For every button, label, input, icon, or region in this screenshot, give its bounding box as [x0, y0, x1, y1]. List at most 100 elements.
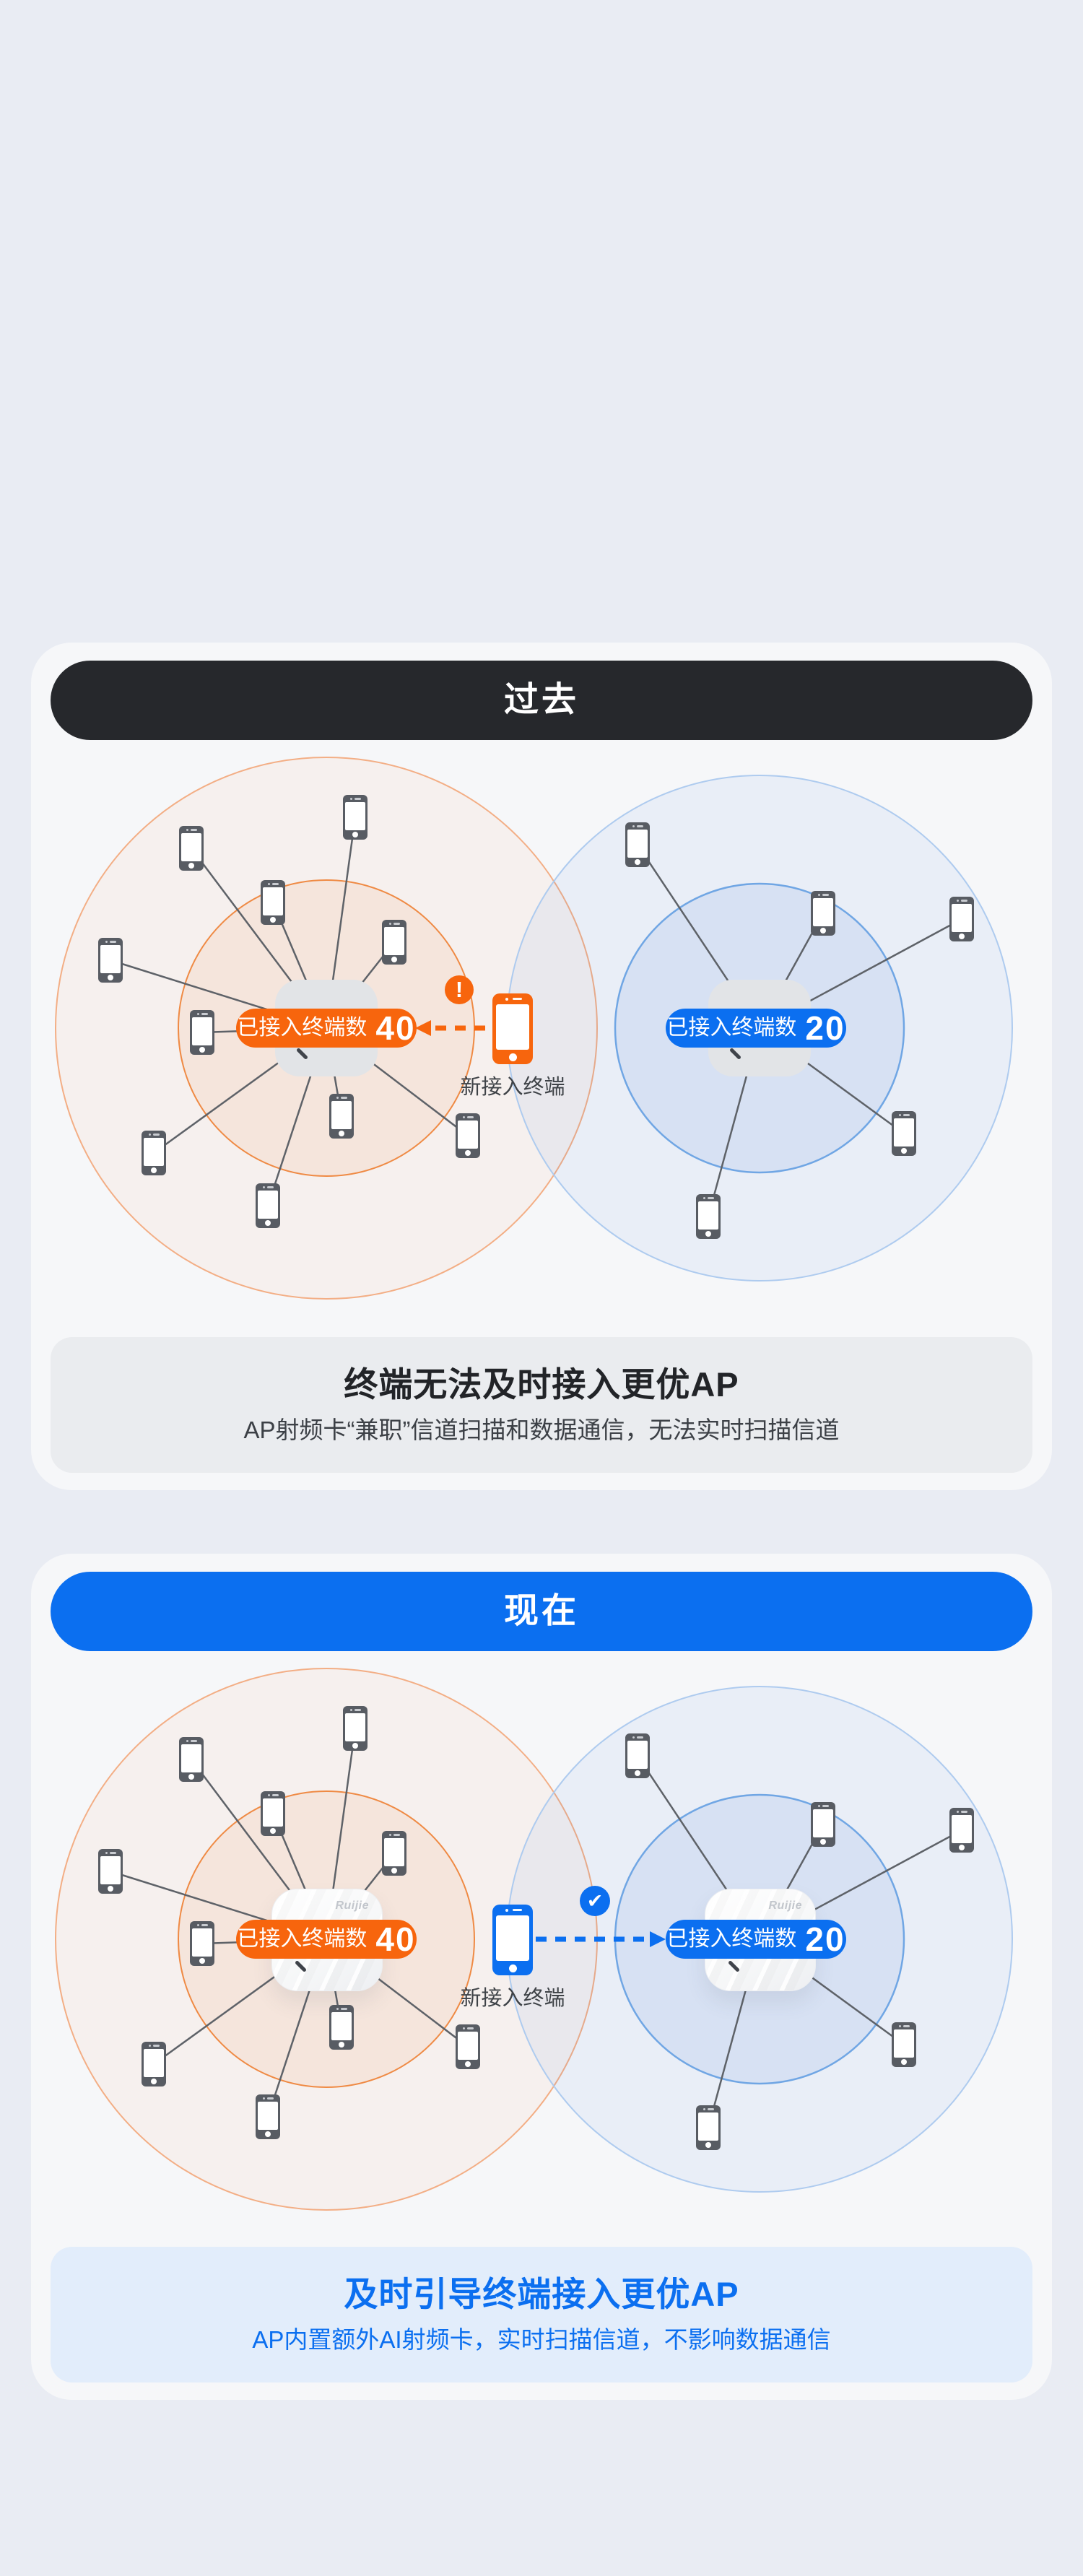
phone-icon: [256, 2094, 280, 2139]
phone-screen: [181, 833, 201, 861]
home-button: [199, 1047, 205, 1053]
phone-icon: [329, 2005, 354, 2050]
speaker-cam: [263, 2097, 265, 2099]
phone-icon: [696, 1194, 721, 1239]
speaker-spk: [267, 2097, 274, 2099]
speaker-cam: [463, 1116, 465, 1118]
badge-label: 已接入终端数: [237, 1016, 367, 1040]
phone-icon: [343, 1706, 367, 1751]
phone-screen: [263, 887, 283, 915]
phone-icon: [190, 1010, 214, 1055]
phone-screen: [813, 1809, 833, 1837]
icon-glyph: ✔: [586, 1889, 604, 1912]
speaker-cam: [957, 1811, 959, 1813]
phone-screen: [331, 2012, 352, 2040]
ap-indicator: [729, 1047, 742, 1060]
speaker-spk: [272, 1794, 279, 1796]
phone-screen: [144, 1138, 164, 1166]
panel-now-banner: 现在: [51, 1572, 1032, 1651]
speaker-cam: [899, 1114, 901, 1116]
home-button: [199, 1958, 205, 1964]
home-button: [635, 859, 640, 865]
panel-past-banner: 过去: [51, 661, 1032, 740]
speaker-spk: [903, 2025, 910, 2027]
new-terminal-label: 新接入终端: [460, 1076, 565, 1099]
home-button: [508, 1053, 517, 1061]
new-terminal-label: 新接入终端: [460, 1987, 565, 2010]
speaker-spk: [467, 2027, 474, 2029]
home-button: [635, 1770, 640, 1776]
speaker-spk: [267, 1186, 274, 1188]
speaker-spk: [355, 1709, 361, 1711]
check-icon: ✔: [580, 1886, 610, 1916]
ap-indicator: [296, 1047, 309, 1060]
speaker-cam: [105, 941, 108, 943]
phone-screen: [100, 945, 121, 973]
speaker-spk: [822, 894, 829, 896]
phone-icon: [382, 1831, 406, 1876]
home-button: [901, 1148, 907, 1154]
phone-screen: [627, 1741, 648, 1769]
phone-icon: [256, 1183, 280, 1228]
phone-icon: [329, 1094, 354, 1139]
phone-icon: [949, 897, 974, 941]
speaker-spk: [272, 883, 279, 885]
phone-icon: [949, 1808, 974, 1853]
speaker-spk: [513, 1909, 522, 1911]
speaker-cam: [389, 1834, 391, 1836]
speaker-cam: [105, 1852, 108, 1854]
phone-icon: [456, 2024, 480, 2069]
ap-indicator: [295, 1960, 308, 1973]
speaker-cam: [957, 900, 959, 902]
home-button: [108, 975, 113, 980]
phone-screen: [952, 1815, 972, 1843]
home-button: [959, 934, 965, 939]
speaker-spk: [637, 1736, 643, 1739]
new-terminal-phone: [492, 993, 533, 1064]
phone-screen: [144, 2049, 164, 2077]
home-button: [270, 917, 276, 923]
speaker-spk: [513, 998, 522, 1000]
speaker-cam: [336, 2008, 339, 2010]
speaker-cam: [336, 1097, 339, 1099]
speaker-spk: [341, 2008, 347, 2010]
phone-screen: [952, 904, 972, 932]
panel-now-caption: 及时引导终端接入更优AP AP内置额外AI射频卡，实时扫描信道，不影响数据通信: [51, 2247, 1032, 2383]
home-button: [705, 2142, 711, 2148]
speaker-cam: [505, 1909, 508, 1912]
home-button: [352, 1743, 358, 1749]
phone-icon: [892, 2022, 916, 2067]
caption-subtitle: AP内置额外AI射频卡，实时扫描信道，不影响数据通信: [252, 2326, 831, 2354]
phone-screen: [894, 1118, 914, 1146]
home-button: [265, 1220, 271, 1226]
new-terminal-phone: [492, 1905, 533, 1975]
badge-label: 已接入终端数: [237, 1927, 367, 1951]
caption-title: 终端无法及时接入更优AP: [344, 1365, 739, 1404]
home-button: [959, 1845, 965, 1850]
home-button: [901, 2059, 907, 2065]
speaker-cam: [149, 1133, 151, 1136]
home-button: [705, 1231, 711, 1237]
ap-indicator: [728, 1960, 741, 1973]
speaker-cam: [463, 2027, 465, 2029]
phone-icon: [98, 938, 123, 983]
speaker-cam: [632, 825, 635, 827]
speaker-spk: [110, 1852, 116, 1854]
phone-icon: [625, 822, 650, 867]
speaker-cam: [818, 894, 820, 896]
home-button: [391, 957, 397, 962]
caption-title: 及时引导终端接入更优AP: [344, 2275, 739, 2314]
speaker-cam: [263, 1186, 265, 1188]
home-button: [339, 1131, 344, 1136]
speaker-spk: [708, 1197, 714, 1199]
badge-label: 已接入终端数: [666, 1927, 797, 1951]
speaker-cam: [703, 1197, 705, 1199]
speaker-spk: [355, 798, 361, 800]
phone-screen: [894, 2029, 914, 2058]
home-button: [465, 2061, 471, 2067]
